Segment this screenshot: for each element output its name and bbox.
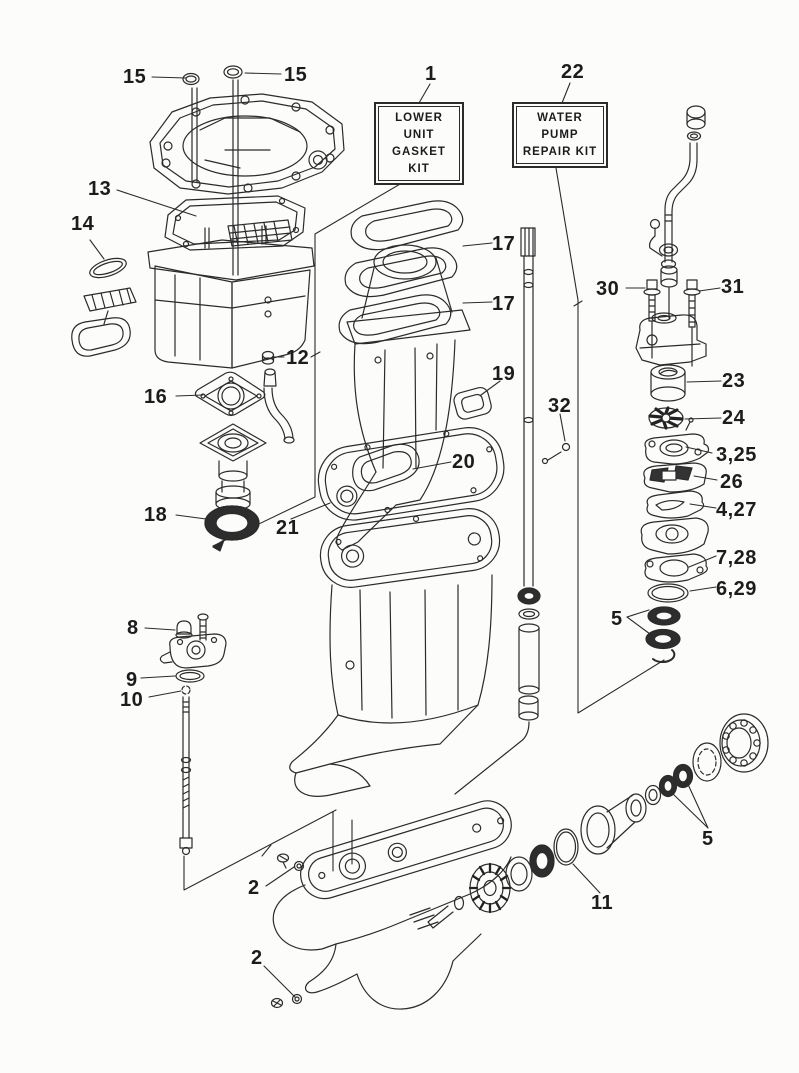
bolt-31 (683, 279, 701, 367)
insert-cup-23 (650, 364, 686, 402)
callout-20: 20 (452, 451, 476, 473)
callout-14: 14 (71, 213, 95, 235)
kit-box-line: GASKET KIT (392, 146, 446, 175)
callout-5-bottom: 5 (702, 828, 714, 850)
grommet-19 (453, 386, 492, 420)
head-gasket-17-bottom (338, 294, 452, 345)
oring-6-29 (647, 583, 689, 603)
callout-23: 23 (722, 370, 746, 392)
gasket-16 (194, 371, 266, 417)
callout-leader-lines (89, 72, 722, 998)
water-pump-housing (635, 312, 707, 366)
seal-18 (204, 505, 260, 541)
callout-15-right: 15 (284, 64, 308, 86)
callout-15-left: 15 (123, 66, 147, 88)
water-pickup (71, 287, 137, 357)
callout-17-top: 17 (492, 233, 516, 255)
head-gasket-17-top (350, 200, 464, 251)
exhaust-housing (336, 244, 471, 551)
nut-12-and-fitting (261, 350, 295, 444)
water-pump-repair-kit-box: WATER PUMP REPAIR KIT (512, 102, 608, 168)
seals-5-right (645, 606, 681, 650)
callout-24: 24 (722, 407, 746, 429)
prop-shaft-assembly (427, 713, 769, 929)
callout-13: 13 (88, 178, 112, 200)
kit-bracket-lines (183, 149, 665, 891)
seal-20 (352, 443, 420, 492)
callout-22: 22 (561, 61, 585, 83)
pump-mount-assembly (199, 423, 267, 511)
gasket-13 (164, 195, 306, 251)
callout-6-29: 6,29 (716, 578, 757, 600)
upper-mount-plate (149, 79, 345, 276)
screw-2-upper (276, 853, 305, 872)
callout-2-lower: 2 (251, 947, 263, 969)
kit-box-line: WATER PUMP (537, 112, 583, 141)
callout-8: 8 (127, 617, 139, 639)
lower-unit-gasket-kit-box: LOWER UNIT GASKET KIT (374, 102, 464, 185)
gasket-21 (317, 427, 505, 521)
callout-26: 26 (720, 471, 744, 493)
callout-30: 30 (596, 278, 620, 300)
gasket-7-28 (644, 553, 708, 583)
impeller-24 (648, 406, 684, 430)
oring-15-right (223, 65, 243, 79)
callout-31: 31 (721, 276, 745, 298)
oring-14 (89, 257, 127, 279)
upper-casing (147, 225, 315, 369)
callout-12: 12 (286, 347, 310, 369)
retaining-clip (652, 649, 676, 664)
callout-2-upper: 2 (248, 877, 260, 899)
callout-9: 9 (126, 669, 138, 691)
shift-rod-assembly (159, 613, 227, 856)
plate-3-25 (644, 417, 710, 465)
oring-15-left (182, 72, 200, 86)
callout-1: 1 (425, 63, 437, 85)
screw-2-lower (270, 993, 303, 1009)
plate-26 (643, 462, 707, 493)
callout-11: 11 (591, 892, 614, 914)
kit-box-line: REPAIR KIT (522, 146, 598, 158)
callout-5-right: 5 (611, 608, 623, 630)
callout-21: 21 (276, 517, 300, 539)
callout-18: 18 (144, 504, 168, 526)
callout-10: 10 (120, 689, 144, 711)
callout-19: 19 (492, 363, 516, 385)
callout-32: 32 (548, 395, 572, 417)
bolt-30 (643, 279, 661, 359)
pump-base-housing (640, 517, 709, 555)
kit-box-line: LOWER UNIT (395, 112, 443, 141)
driveshaft (454, 227, 541, 795)
drive-housing (289, 508, 501, 797)
callout-16: 16 (144, 386, 168, 408)
gear-case (272, 800, 512, 1010)
callout-7-28: 7,28 (716, 547, 757, 569)
pin-32 (541, 442, 571, 465)
callout-17-bottom: 17 (492, 293, 516, 315)
callout-3-25: 3,25 (716, 444, 757, 466)
callout-4-27: 4,27 (716, 499, 757, 521)
